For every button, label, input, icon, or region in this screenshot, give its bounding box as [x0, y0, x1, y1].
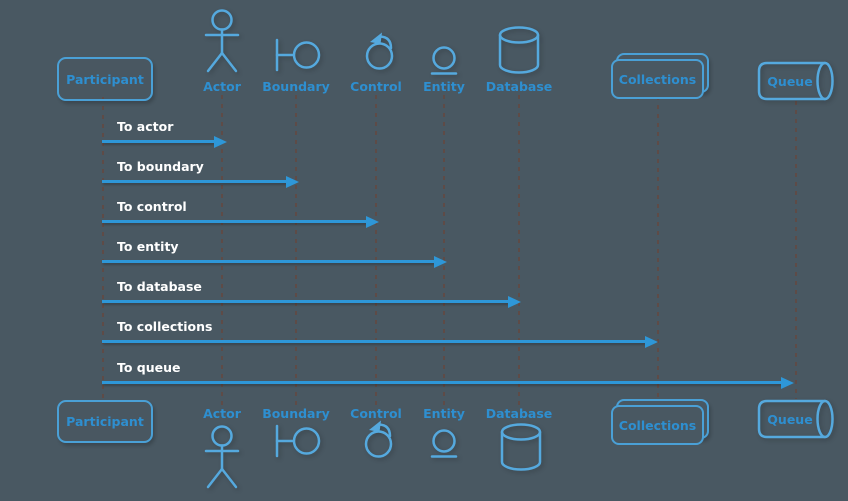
boundary-icon-top: [275, 38, 321, 72]
message-label-to-actor: To actor: [117, 119, 174, 134]
lifeline-collections: [657, 96, 659, 399]
queue-label-bottom: Queue: [757, 399, 823, 439]
control-icon-bottom: [364, 420, 393, 458]
lifeline-queue: [795, 101, 797, 399]
control-label-bottom: Control: [350, 406, 402, 421]
message-label-to-database: To database: [117, 279, 202, 294]
message-label-to-boundary: To boundary: [117, 159, 204, 174]
message-arrow-to-boundary: [102, 175, 299, 188]
participant-label-bottom: Participant: [66, 414, 144, 429]
queue-shape-bottom: [757, 399, 834, 439]
lifeline-control: [375, 95, 377, 406]
message-arrow-to-actor: [102, 135, 227, 148]
lifeline-entity: [443, 95, 445, 406]
participant-box-bottom: Participant: [57, 400, 153, 443]
entity-label-bottom: Entity: [423, 406, 465, 421]
entity-icon-top: [430, 46, 458, 75]
collections-label-top: Collections: [618, 71, 697, 87]
message-arrow-to-collections: [102, 335, 658, 348]
message-arrow-to-queue: [102, 376, 794, 389]
boundary-label-top: Boundary: [262, 79, 330, 94]
message-label-to-control: To control: [117, 199, 187, 214]
entity-icon-bottom: [430, 429, 458, 458]
participant-box-top: Participant: [57, 57, 153, 101]
message-arrow-to-database: [102, 295, 521, 308]
database-icon-top: [498, 26, 540, 74]
entity-label-top: Entity: [423, 79, 465, 94]
message-arrow-to-entity: [102, 255, 447, 268]
collections-shape-bottom: Collections: [611, 405, 704, 445]
collections-shape-top: Collections: [611, 59, 704, 99]
collections-label-bottom: Collections: [618, 417, 697, 433]
control-label-top: Control: [350, 79, 402, 94]
control-icon-top: [365, 32, 394, 70]
boundary-label-bottom: Boundary: [262, 406, 330, 421]
boundary-icon-bottom: [275, 424, 321, 458]
message-label-to-entity: To entity: [117, 239, 179, 254]
queue-label-text-top: Queue: [767, 73, 813, 89]
database-label-top: Database: [485, 79, 553, 94]
actor-label-top: Actor: [203, 79, 241, 94]
queue-label-top: Queue: [757, 61, 823, 101]
queue-shape-top: [757, 61, 834, 101]
actor-icon-bottom: [204, 425, 240, 489]
participant-label-top: Participant: [66, 71, 144, 87]
actor-label-bottom: Actor: [203, 406, 241, 421]
actor-icon-top: [204, 9, 240, 73]
message-label-to-queue: To queue: [117, 360, 181, 375]
database-label-bottom: Database: [485, 406, 553, 421]
message-label-to-collections: To collections: [117, 319, 213, 334]
message-arrow-to-control: [102, 215, 379, 228]
database-icon-bottom: [500, 423, 542, 471]
lifeline-participant: [102, 97, 104, 402]
lifeline-boundary: [295, 95, 297, 406]
queue-label-text-bottom: Queue: [767, 411, 813, 427]
lifeline-actor: [221, 95, 223, 406]
lifeline-database: [518, 95, 520, 406]
